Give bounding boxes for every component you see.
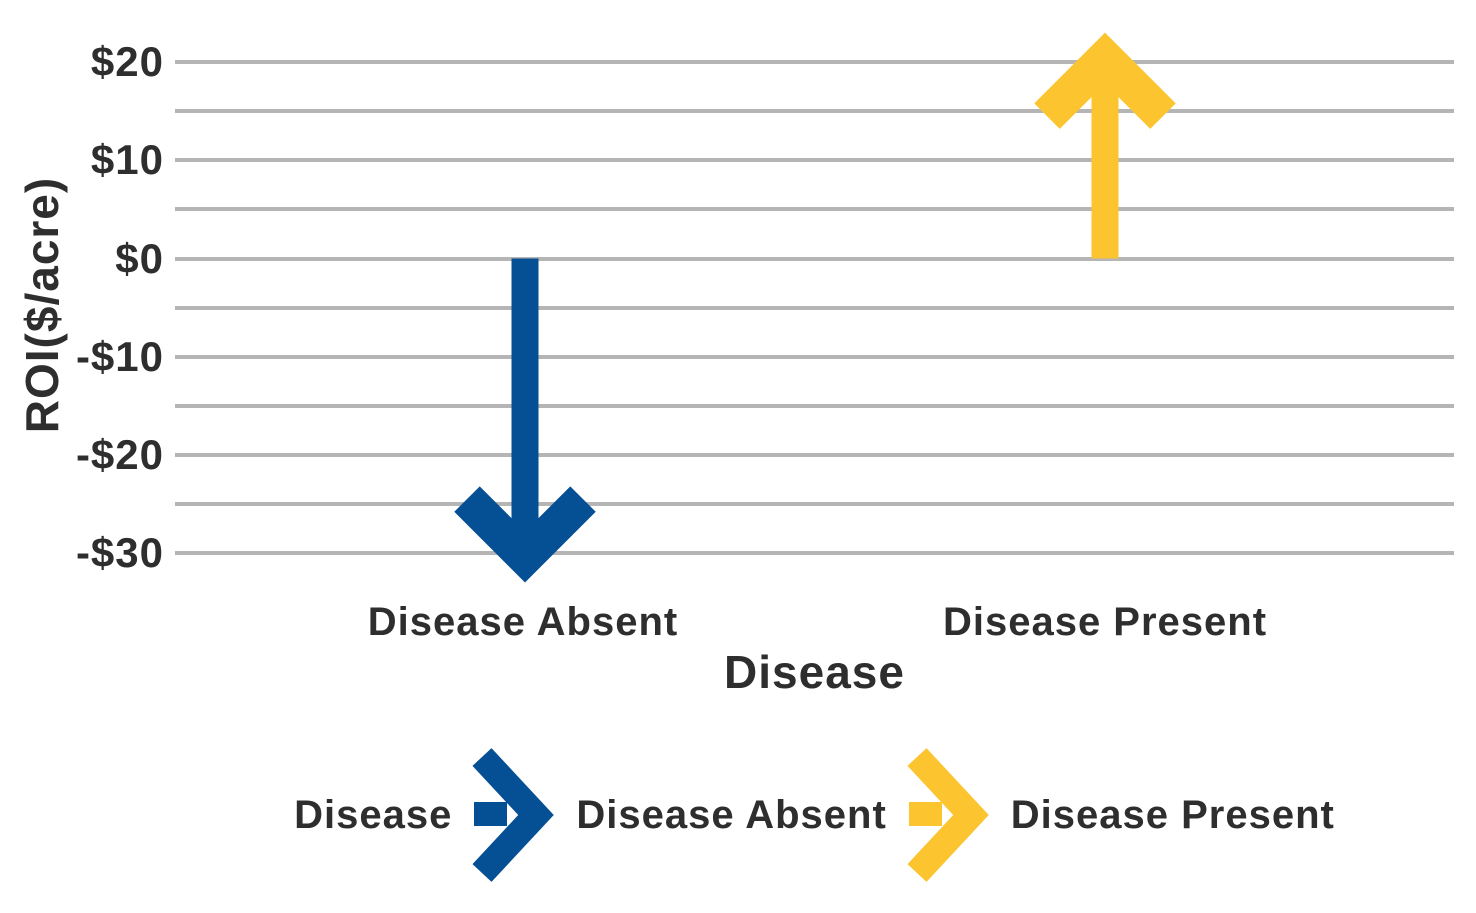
up-arrow-legend-icon bbox=[907, 748, 989, 882]
y-tick-label: -$30 bbox=[75, 529, 164, 577]
legend-title: Disease bbox=[294, 792, 453, 837]
y-tick-label: $0 bbox=[115, 234, 164, 282]
gridline bbox=[175, 354, 1454, 359]
y-tick-label: -$20 bbox=[75, 430, 164, 478]
down-arrow-legend-icon bbox=[472, 748, 555, 882]
y-tick-label: $10 bbox=[90, 136, 164, 184]
gridline bbox=[175, 403, 1454, 408]
gridline bbox=[175, 60, 1454, 65]
x-axis-title: Disease bbox=[724, 646, 905, 698]
x-category-disease-present: Disease Present bbox=[942, 600, 1268, 644]
legend: Disease Disease Absent Disease Present bbox=[175, 748, 1454, 882]
gridline bbox=[175, 502, 1454, 506]
disease-absent-arrow-shaft bbox=[511, 258, 539, 543]
x-category-disease-absent: Disease Absent bbox=[367, 600, 679, 644]
gridline bbox=[175, 551, 1454, 556]
disease-present-arrow-shaft bbox=[1091, 73, 1119, 259]
gridline bbox=[175, 305, 1454, 310]
legend-label-disease-present: Disease Present bbox=[1010, 792, 1335, 837]
disease-absent-arrow-head bbox=[454, 486, 596, 583]
disease-present-arrow-head bbox=[1034, 32, 1176, 129]
gridline bbox=[175, 158, 1454, 163]
legend-label-disease-absent: Disease Absent bbox=[576, 792, 887, 837]
y-tick-label: $20 bbox=[90, 38, 164, 86]
gridline bbox=[175, 207, 1454, 212]
gridline bbox=[175, 452, 1454, 457]
y-tick-label: -$10 bbox=[75, 332, 164, 380]
gridline bbox=[175, 256, 1454, 261]
gridline bbox=[175, 109, 1454, 114]
